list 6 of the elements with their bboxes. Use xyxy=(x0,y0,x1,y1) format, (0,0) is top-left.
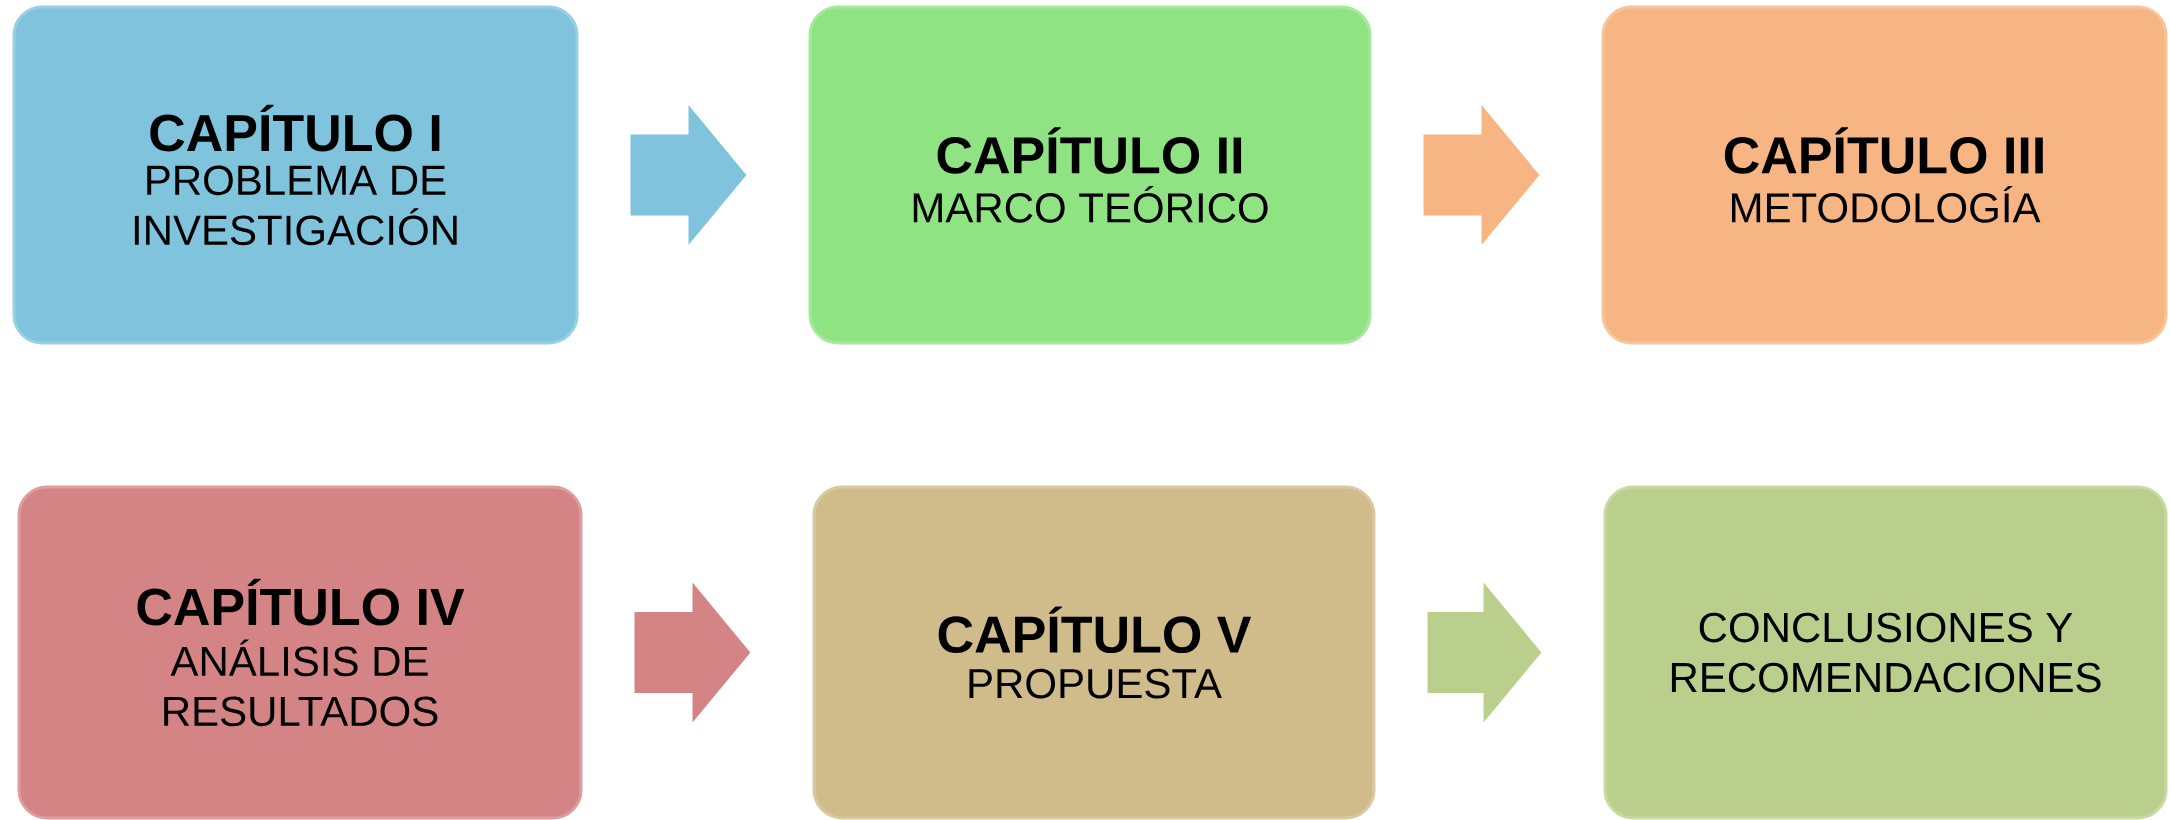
chapter-box: CAPÍTULO II MARCO TEÓRICO xyxy=(808,5,1372,345)
chapter-box: CONCLUSIONES Y RECOMENDACIONES xyxy=(1603,485,2168,820)
chapter-box: CAPÍTULO III METODOLOGÍA xyxy=(1601,5,2168,345)
chapter-box: CAPÍTULO IV ANÁLISIS DE RESULTADOS xyxy=(17,485,583,820)
chapter-box: CAPÍTULO I PROBLEMA DE INVESTIGACIÓN xyxy=(12,5,579,345)
chapter-box: CAPÍTULO V PROPUESTA xyxy=(812,485,1376,820)
